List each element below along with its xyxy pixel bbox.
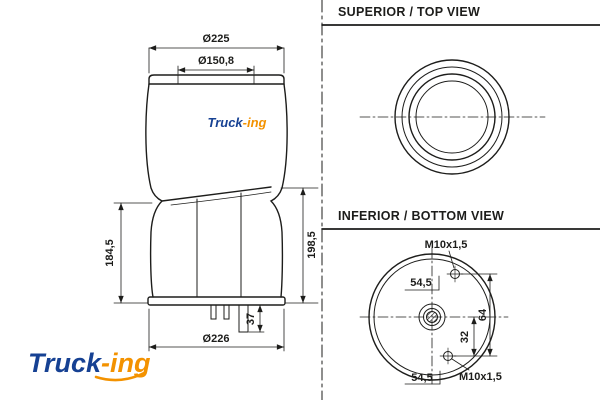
dim-top-outer-diameter: Ø225 [148, 33, 285, 74]
bolt-hole-bottom [439, 347, 457, 365]
dim-bolt-thread-top: M10x1,5 [425, 239, 468, 269]
dim-offset-bottom: 54,5 [404, 370, 441, 385]
bottom-plate-outer-circle [368, 253, 496, 381]
roll-seam [161, 186, 272, 202]
dim-offset-bottom-label: 54,5 [411, 372, 432, 384]
bottom-view: INFERIOR / BOTTOM VIEW M10x1,5 54,5 [321, 209, 600, 387]
dim-height-left: 184,5 [104, 202, 153, 304]
bottom-view-title: INFERIOR / BOTTOM VIEW [338, 209, 504, 223]
dim-vertical-offset: 32 [459, 316, 477, 357]
dim-bolt-vertical-spacing-label: 64 [477, 308, 489, 321]
dim-height-right-label: 198,5 [306, 231, 318, 259]
stud-right [223, 304, 230, 320]
dim-vertical-offset-label: 32 [459, 331, 471, 343]
logo-word: Truck [208, 115, 244, 130]
dim-bottom-diameter-label: Ø226 [203, 333, 230, 345]
dim-bolt-thread-bottom-label: M10x1,5 [459, 371, 502, 383]
top-view-inner-circle [415, 80, 489, 154]
logo-word: Truck [28, 348, 103, 378]
brand-logos: Truck-ing Truck-ing [28, 115, 267, 382]
logo-bottom-left: Truck-ing [28, 348, 151, 378]
air-fitting-stud [238, 304, 249, 333]
top-view-ring-3 [408, 73, 496, 161]
stud-left [210, 304, 217, 320]
top-view-outer-circle [394, 59, 510, 175]
center-hub-inner [423, 308, 441, 326]
top-view: SUPERIOR / TOP VIEW [321, 5, 600, 175]
dim-stud-length-label: 37 [245, 313, 257, 325]
dim-offset-top-label: 54,5 [410, 277, 431, 289]
side-view [145, 74, 288, 333]
top-view-title: SUPERIOR / TOP VIEW [338, 5, 480, 19]
dim-bolt-thread-bottom: M10x1,5 [451, 358, 502, 383]
dim-stud-length: 37 [245, 304, 265, 333]
dim-top-outer-diameter-label: Ø225 [203, 33, 230, 45]
top-view-ring-2 [401, 66, 503, 168]
bellows-outline-right [269, 83, 288, 298]
dim-top-inner-diameter: Ø150,8 [177, 55, 255, 75]
center-hub-outer [418, 303, 446, 331]
center-threaded-hole [426, 311, 438, 323]
bottom-plate [147, 296, 286, 306]
logo-underline-swoosh [94, 371, 146, 382]
logo-on-bellows: Truck-ing [208, 115, 267, 130]
dim-bolt-thread-top-label: M10x1,5 [425, 239, 468, 251]
top-plate [148, 74, 285, 85]
dim-top-inner-diameter-label: Ø150,8 [198, 55, 234, 67]
dim-height-right: 198,5 [280, 187, 319, 304]
dim-offset-top: 54,5 [404, 275, 440, 291]
roll-seam-inner [170, 191, 272, 206]
dim-bottom-diameter: Ø226 [148, 308, 285, 352]
bolt-hole-top [446, 265, 464, 283]
bellows-outline-left [145, 83, 164, 298]
logo-suffix: -ing [243, 115, 267, 130]
dim-bolt-vertical-spacing: 64 [453, 273, 498, 357]
dim-height-left-label: 184,5 [104, 239, 116, 267]
